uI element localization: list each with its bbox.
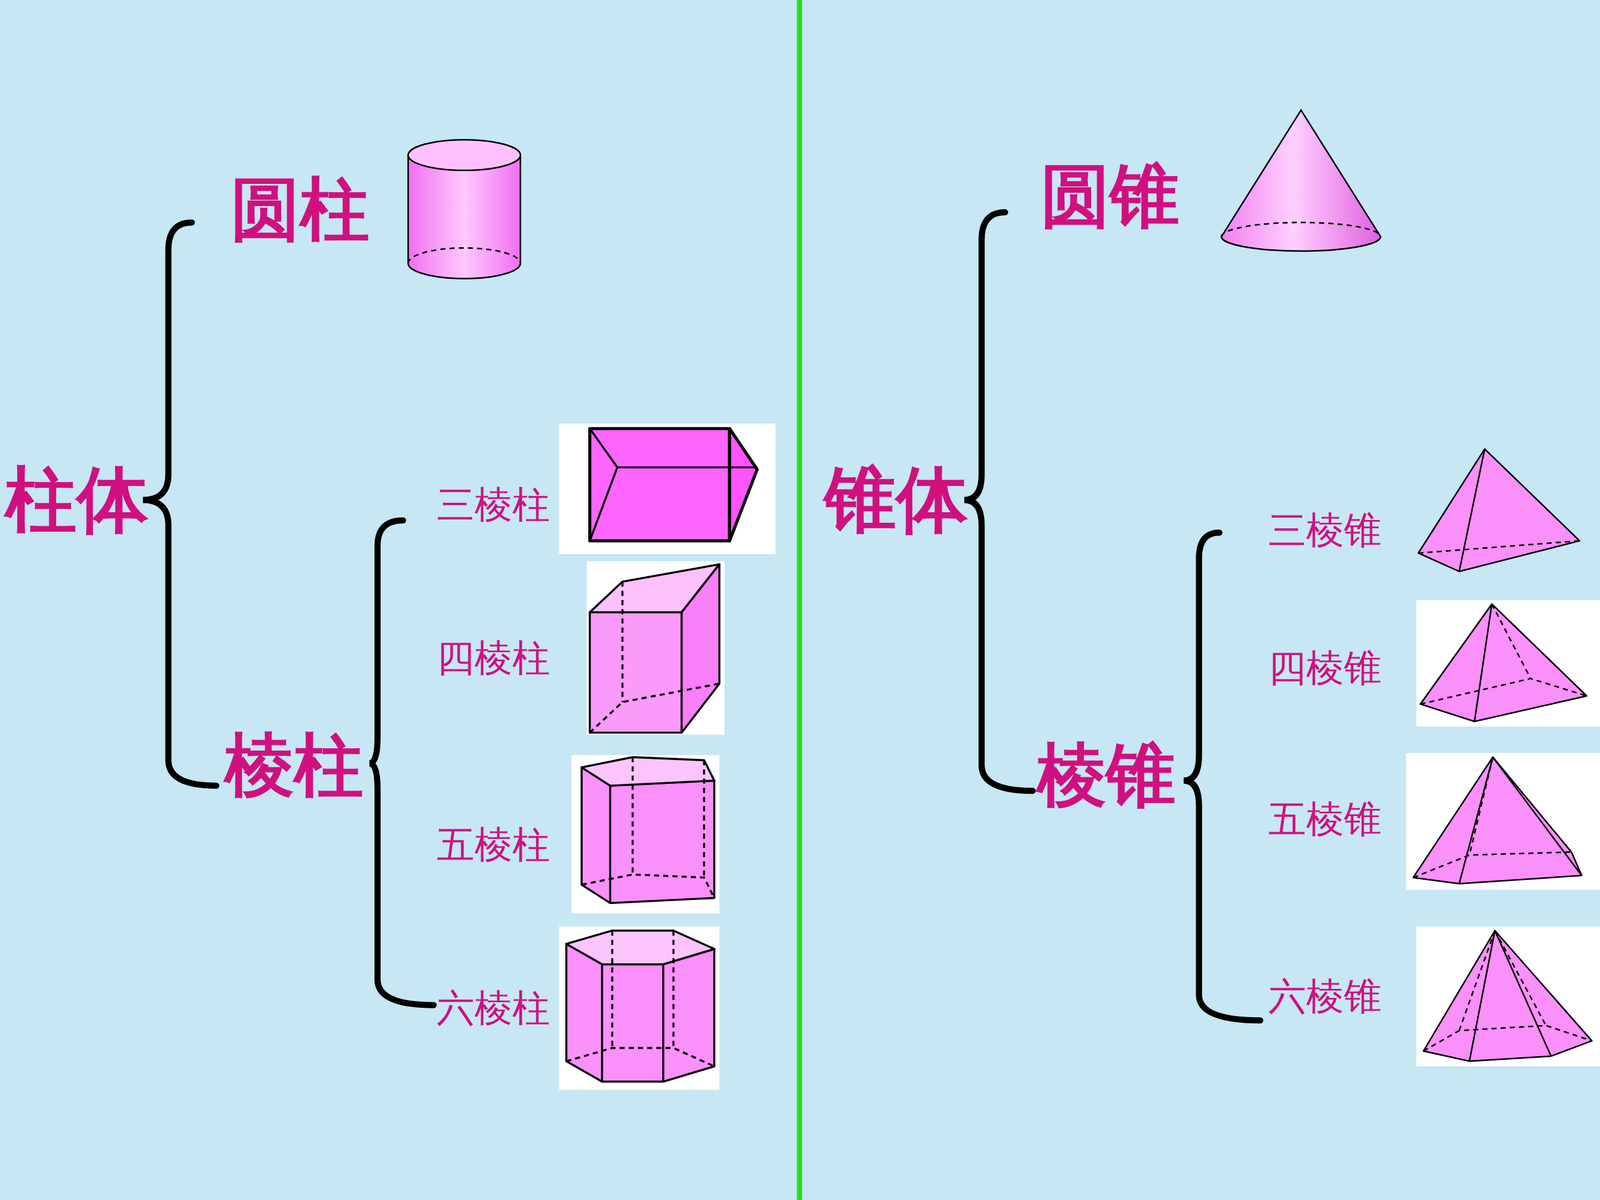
category-title: 棱柱 <box>224 727 364 804</box>
shape-name: 五棱锥 <box>1268 798 1382 841</box>
prism-figures <box>559 423 776 1090</box>
shape-name: 六棱柱 <box>436 987 550 1029</box>
category-title: 柱体 <box>5 460 149 539</box>
category-title: 锥体 <box>824 460 968 539</box>
shape-name: 六棱锥 <box>1268 976 1382 1018</box>
shape-name: 五棱柱 <box>436 823 550 866</box>
pyramid-figures <box>1406 448 1600 1067</box>
cylinder-figure <box>408 140 521 279</box>
shape-name: 三棱锥 <box>1268 510 1382 552</box>
divider-line <box>796 0 802 1200</box>
category-title: 圆锥 <box>1040 157 1180 234</box>
shape-name: 四棱锥 <box>1268 647 1382 690</box>
category-title: 圆柱 <box>230 171 370 248</box>
shape-name: 四棱柱 <box>436 637 550 679</box>
brackets <box>142 212 1260 1021</box>
cone-figure <box>1221 110 1382 251</box>
shape-name: 三棱柱 <box>436 484 550 527</box>
category-title: 棱锥 <box>1036 737 1176 814</box>
